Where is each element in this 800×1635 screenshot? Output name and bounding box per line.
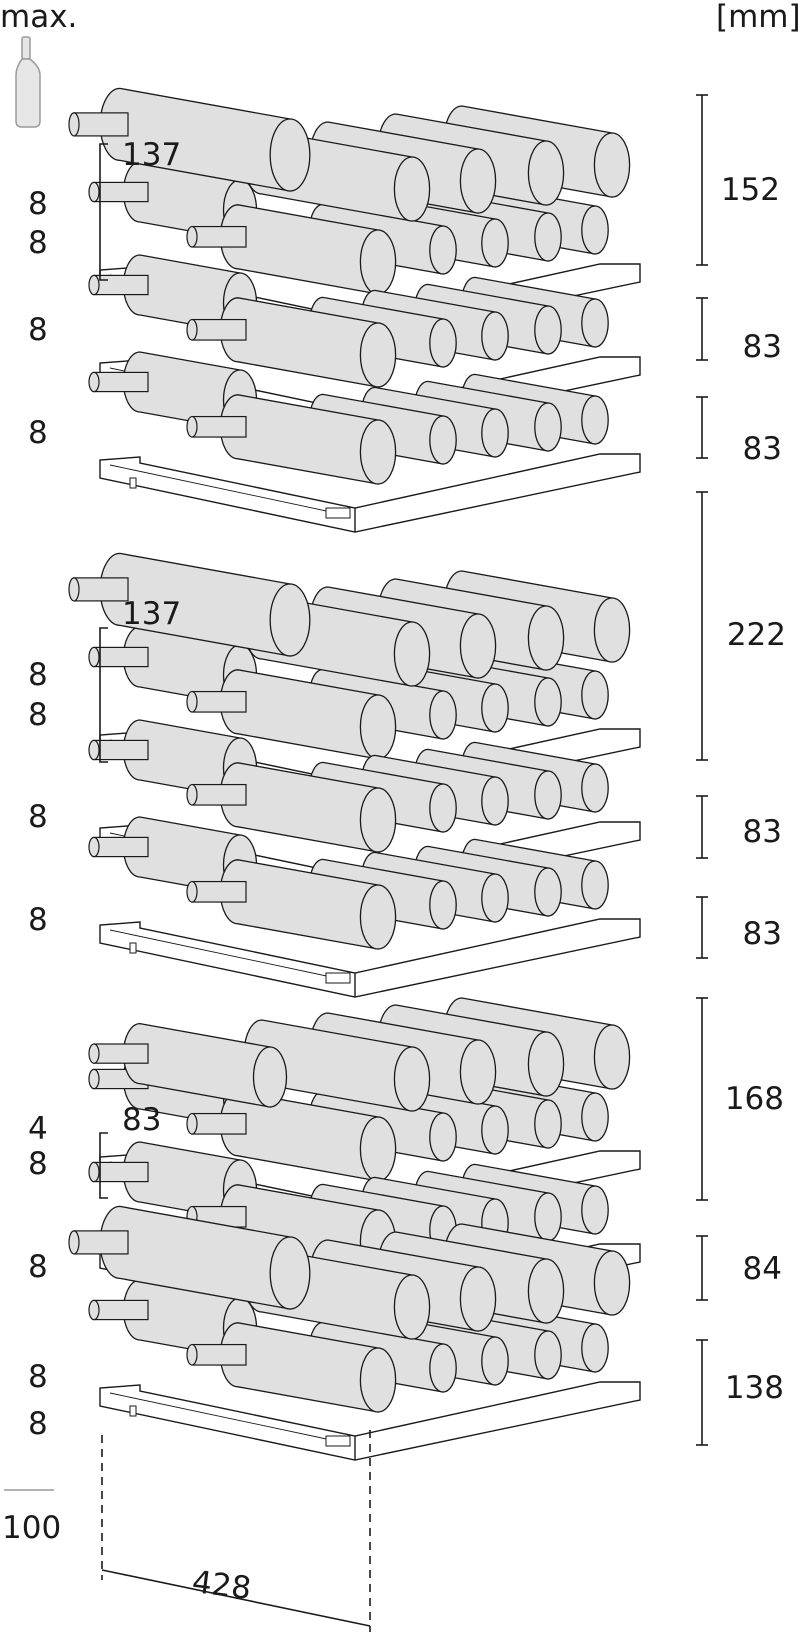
shelf-stacked <box>88 997 641 1230</box>
right-dimension: 84 <box>742 1251 782 1287</box>
right-dimension-line <box>696 396 708 459</box>
bracket-line <box>99 143 108 281</box>
shelf-stacked <box>68 87 641 343</box>
right-dimension: 152 <box>720 172 780 208</box>
left-number: 8 <box>28 902 48 938</box>
right-dimension: 83 <box>742 431 782 467</box>
wine-bottle <box>186 762 397 853</box>
left-number: 8 <box>28 312 48 348</box>
left-number: 8 <box>28 1359 48 1395</box>
right-dimension-line <box>696 795 708 859</box>
left-number: 8 <box>28 1249 48 1285</box>
bracket-line <box>99 627 108 763</box>
wine-bottle <box>186 859 397 950</box>
unit-label: [mm] <box>716 0 800 35</box>
left-number: 8 <box>28 799 48 835</box>
right-dimension: 138 <box>724 1370 784 1406</box>
right-dimension: 83 <box>742 916 782 952</box>
shelf-tray <box>99 918 641 998</box>
bracket-height-label: 137 <box>122 596 182 632</box>
right-dimension-line <box>696 491 708 761</box>
left-number: 8 <box>28 657 48 693</box>
right-dimension: 83 <box>742 814 782 850</box>
right-dimension: 83 <box>742 329 782 365</box>
right-dimension-line <box>696 896 708 959</box>
dimension-lines <box>4 94 708 1632</box>
left-number: 8 <box>28 415 48 451</box>
wine-bottle <box>186 394 397 485</box>
left-number: 4 <box>28 1111 48 1147</box>
wine-bottle <box>186 1091 397 1182</box>
right-dimension-line <box>696 94 708 266</box>
right-dimension-line <box>696 1339 708 1446</box>
shelf-flat <box>88 351 641 533</box>
left-number: 8 <box>28 697 48 733</box>
left-number-bottom: 100 <box>2 1510 62 1546</box>
right-dimension: 168 <box>724 1081 784 1117</box>
shelf-tray <box>99 453 641 533</box>
wine-bottle <box>186 297 397 388</box>
wine-bottle <box>186 669 397 760</box>
right-dimension-line <box>696 997 708 1201</box>
right-dimension-line <box>696 297 708 361</box>
left-number: 8 <box>28 225 48 261</box>
wine-bottle <box>68 87 311 192</box>
wine-bottle <box>68 552 311 657</box>
bottle-icon <box>15 36 41 128</box>
shelves-layer <box>68 87 641 1461</box>
wine-bottle <box>243 1019 431 1112</box>
bracket-height-label: 137 <box>122 137 182 173</box>
wine-bottle <box>186 204 397 295</box>
max-label: max. <box>0 0 78 35</box>
width-dimension-label: 428 <box>189 1564 254 1607</box>
right-dimension: 222 <box>726 617 786 653</box>
wine-bottle <box>186 1322 397 1413</box>
bracket-height-label: 83 <box>122 1102 162 1138</box>
left-number: 8 <box>28 186 48 222</box>
shelf-stacked <box>68 1205 641 1461</box>
left-number: 8 <box>28 1146 48 1182</box>
wine-bottle <box>68 1205 311 1310</box>
left-number: 8 <box>28 1406 48 1442</box>
width-dimension-line <box>101 1430 371 1632</box>
bracket-line <box>99 1132 108 1199</box>
wine-bottle <box>88 1022 288 1108</box>
shelf-flat <box>88 816 641 998</box>
right-dimension-line <box>696 1235 708 1301</box>
shelf-stacked <box>68 552 641 808</box>
